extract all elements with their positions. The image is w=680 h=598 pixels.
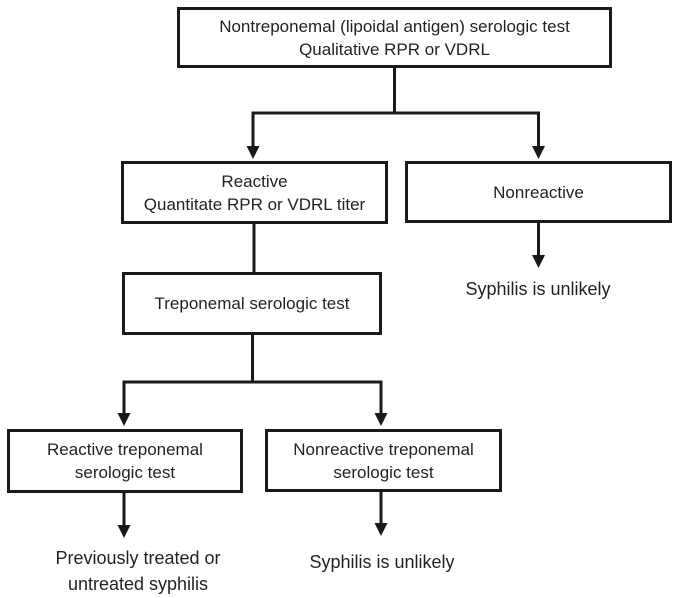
arrowhead-to-reactive-icon — [246, 146, 260, 159]
outcome-nonreactive-treponemal: Syphilis is unlikely — [262, 549, 502, 575]
node-nontreponemal-test: Nontreponemal (lipoidal antigen) serolog… — [177, 7, 612, 68]
node-nonreactive-treponemal: Nonreactive treponemal serologic test — [265, 429, 502, 492]
outcome-reactive-treponemal: Previously treated or untreated syphilis — [18, 545, 258, 597]
node-reactive-treponemal-line1: Reactive treponemal — [47, 440, 203, 459]
arrowhead-to-reactive-treponemal-icon — [117, 413, 131, 426]
outcome-nonreactive-line1: Syphilis is unlikely — [465, 279, 611, 299]
node-nonreactive-treponemal-line1: Nonreactive treponemal — [293, 439, 474, 459]
node-reactive-line1: Reactive — [221, 171, 288, 191]
node-nonreactive-line1: Nonreactive — [493, 182, 584, 202]
node-treponemal-test: Treponemal serologic test — [122, 272, 382, 335]
node-reactive: Reactive Quantitate RPR or VDRL titer — [121, 161, 388, 224]
outcome-reactive-treponemal-line2: untreated syphilis — [67, 574, 209, 594]
arrowhead-reactive-treponemal-outcome-icon — [117, 525, 131, 538]
node-reactive-line2: Quantitate RPR or VDRL titer — [143, 194, 366, 214]
arrowhead-nonreactive-treponemal-outcome-icon — [374, 523, 388, 536]
node-reactive-treponemal-line2: serologic test — [74, 463, 176, 482]
node-nonreactive-treponemal-line2: serologic test — [333, 462, 434, 482]
node-nontreponemal-line1: Nontreponemal (lipoidal antigen) serolog… — [219, 16, 570, 36]
arrowhead-to-nonreactive-icon — [532, 146, 545, 159]
arrowhead-to-nonreactive-treponemal-icon — [374, 413, 388, 426]
arrowhead-nonreactive-outcome-icon — [532, 255, 545, 268]
node-nontreponemal-line2: Qualitative RPR or VDRL — [299, 39, 490, 59]
node-treponemal-line1: Treponemal serologic test — [154, 294, 350, 313]
node-reactive-treponemal: Reactive treponemal serologic test — [7, 429, 243, 493]
outcome-nonreactive-treponemal-line1: Syphilis is unlikely — [309, 552, 455, 572]
outcome-reactive-treponemal-line1: Previously treated or — [55, 548, 221, 568]
outcome-nonreactive: Syphilis is unlikely — [418, 276, 658, 302]
node-nonreactive: Nonreactive — [405, 161, 672, 223]
